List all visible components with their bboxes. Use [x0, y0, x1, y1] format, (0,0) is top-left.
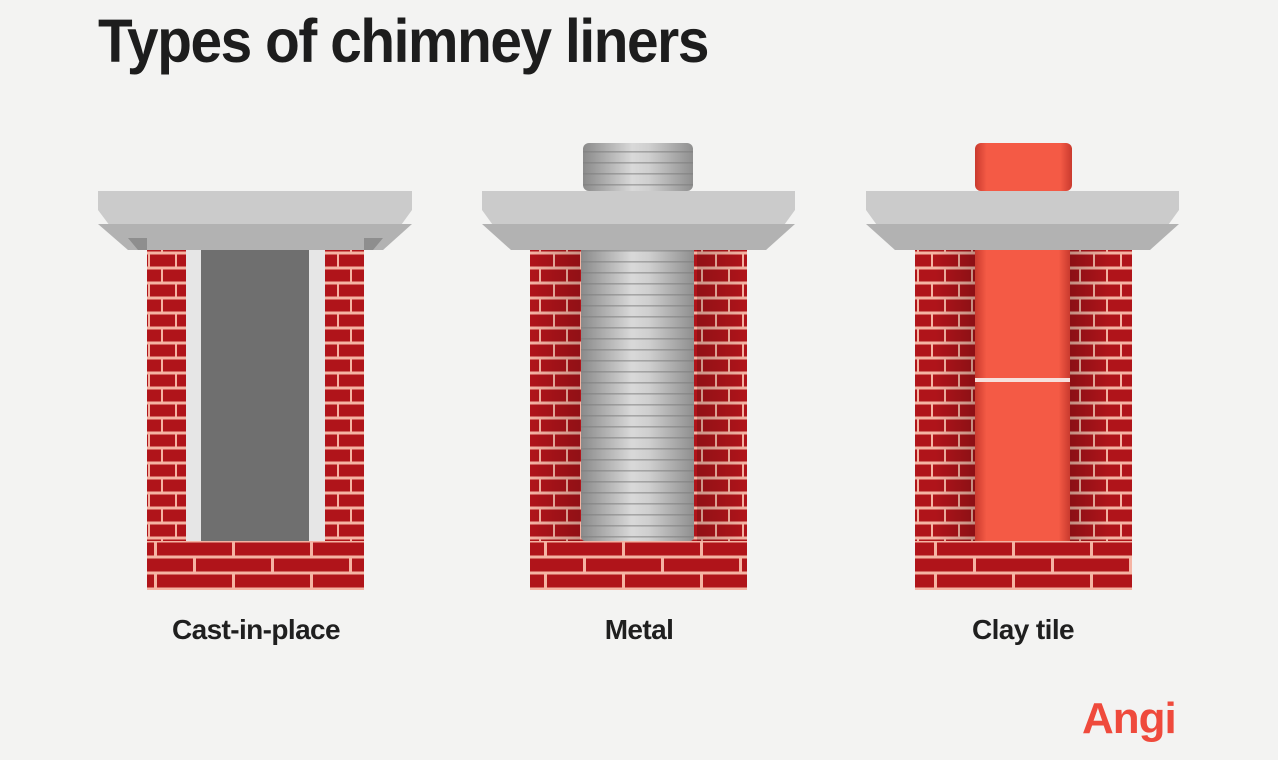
clay-tile-top [975, 143, 1072, 191]
brick-base [530, 541, 747, 590]
chimney-cast-in-place [98, 191, 412, 590]
clay-tile-liner [975, 238, 1070, 541]
angi-logo: Angi [1082, 694, 1177, 743]
label-clay-tile: Clay tile [972, 614, 1075, 645]
brick-base [915, 541, 1132, 590]
brick-base [147, 541, 364, 590]
page-title: Types of chimney liners [98, 7, 709, 75]
chimney-clay-tile [866, 143, 1179, 590]
cast-in-place-liner [201, 238, 309, 541]
chimney-metal [482, 143, 795, 590]
label-cast-in-place: Cast-in-place [171, 614, 341, 645]
label-metal: Metal [604, 614, 674, 645]
tile-joint [975, 378, 1070, 382]
